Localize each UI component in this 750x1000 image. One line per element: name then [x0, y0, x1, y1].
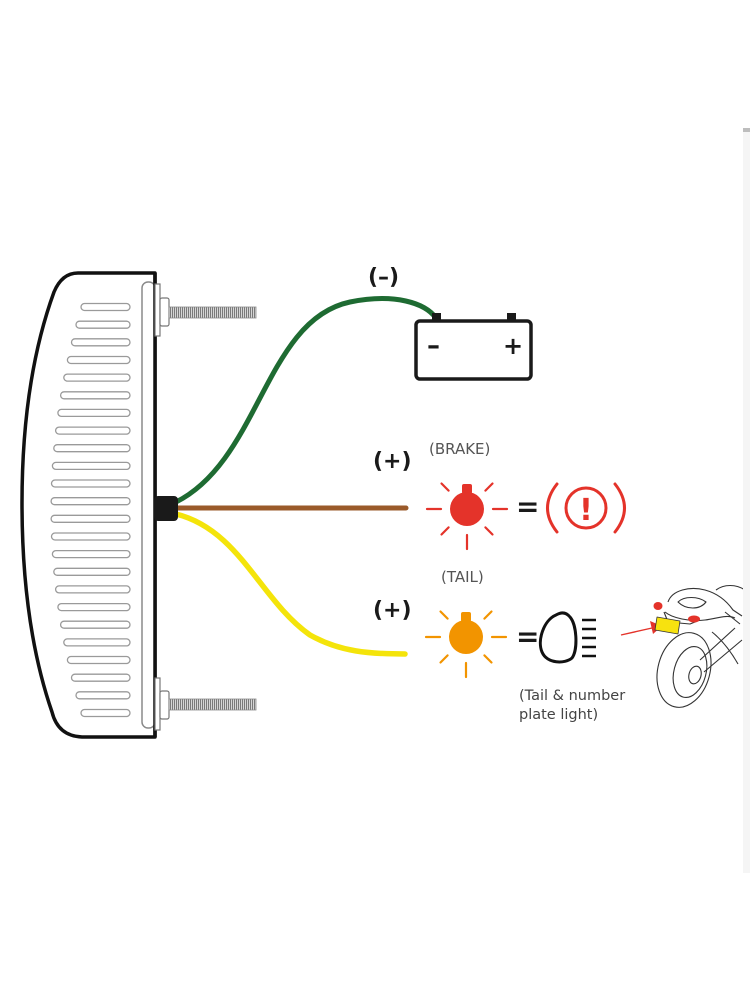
- vent-slot: [59, 620, 131, 629]
- moto-rear-tyre: [656, 632, 712, 708]
- battery: (–) – +: [368, 265, 533, 381]
- vent-slot: [54, 585, 131, 594]
- brake-polarity-label: (+): [373, 449, 412, 474]
- brake-bulb-icon: [425, 482, 509, 551]
- vent-slot: [50, 532, 131, 541]
- page-edge-scrollbar: [743, 128, 750, 873]
- vent-slot: [53, 567, 131, 576]
- bulb-ray: [440, 482, 450, 492]
- bulb-ray: [483, 654, 493, 664]
- brake-warning-exclamation: !: [579, 493, 593, 528]
- moto-indicator-left: [653, 602, 663, 610]
- wire-connector: [154, 496, 178, 521]
- tail-label: (TAIL): [441, 568, 484, 586]
- vent-slot: [50, 497, 131, 506]
- vent-slot: [80, 302, 131, 312]
- battery-minus-symbol: –: [427, 331, 440, 361]
- bulb-glass: [449, 620, 483, 654]
- ground-polarity-label: (–): [368, 265, 399, 290]
- bulb-cap: [461, 612, 471, 622]
- vent-slot: [70, 673, 131, 682]
- moto-cowl-inner: [677, 596, 707, 609]
- vent-slot: [54, 426, 131, 435]
- bolt-nut: [159, 690, 170, 720]
- brake-warning-right-bracket: [613, 482, 626, 534]
- tail-bulb-icon: [424, 610, 508, 679]
- brake-warning-left-bracket: [546, 482, 559, 534]
- vent-slot: [70, 338, 131, 347]
- lamp-flange: [141, 281, 156, 729]
- vent-slot: [80, 708, 131, 718]
- vent-slot: [51, 549, 131, 559]
- ground-wire-green: [173, 296, 439, 505]
- tail-note-line2: plate light): [519, 707, 598, 723]
- tail-circuit: (+) (TAIL) = (Tail & number plate light): [373, 568, 625, 723]
- tail-polarity-label: (+): [373, 598, 412, 623]
- vent-slot: [63, 373, 131, 382]
- moto-frame: [711, 611, 741, 665]
- brake-warning-circle: [564, 486, 608, 530]
- tail-lamp-housing: [20, 271, 257, 739]
- mounting-bolt-top: [154, 283, 257, 337]
- battery-plus-symbol: +: [503, 332, 523, 360]
- bolt-washer: [154, 677, 161, 731]
- moto-rear-rim: [672, 645, 708, 699]
- moto-number-plate: [654, 616, 681, 635]
- bulb-cap: [462, 484, 472, 494]
- moto-indicator-right: [688, 615, 700, 623]
- moto-hub: [688, 665, 702, 685]
- vent-slot: [75, 691, 131, 700]
- bolt-washer: [154, 283, 161, 337]
- bulb-ray: [439, 610, 449, 620]
- vent-slot: [50, 514, 131, 523]
- bulb-ray: [439, 654, 449, 664]
- vent-slot: [51, 461, 131, 471]
- battery-terminal-positive: [507, 313, 516, 321]
- wires: [154, 296, 439, 657]
- bulb-ray: [484, 526, 494, 536]
- tail-lamp-outline: [538, 611, 578, 664]
- vent-slot: [57, 408, 131, 418]
- brake-label: (BRAKE): [429, 440, 490, 458]
- vent-slot: [66, 655, 131, 665]
- lamp-vent-slots: [50, 302, 131, 718]
- bolt-nut: [159, 297, 170, 327]
- mounting-bolt-bottom: [154, 677, 257, 731]
- bulb-glass: [450, 492, 484, 526]
- vent-slot: [66, 355, 131, 365]
- moto-seat: [715, 584, 746, 591]
- bolt-thread: [168, 306, 257, 319]
- vent-slot: [57, 602, 131, 612]
- motorcycle-rear-illustration: [620, 584, 746, 708]
- brake-circuit: (+) (BRAKE) = !: [373, 440, 626, 551]
- vent-slot: [50, 479, 131, 488]
- pointer-arrow-line: [620, 627, 653, 636]
- tail-wire-yellow: [173, 511, 408, 657]
- moto-swingarm: [699, 627, 743, 673]
- bulb-ray: [483, 610, 493, 620]
- moto-cowl-lower: [664, 611, 736, 622]
- battery-body: [414, 319, 533, 381]
- bolt-thread: [168, 698, 257, 711]
- moto-tail-cowl: [667, 587, 743, 617]
- tail-equals-sign: =: [516, 620, 539, 653]
- battery-terminal-negative: [432, 313, 441, 321]
- tail-note-line1: (Tail & number: [519, 688, 625, 704]
- vent-slot: [59, 391, 131, 400]
- bulb-ray: [440, 526, 450, 536]
- brake-warning-icon: !: [546, 482, 626, 534]
- vent-slot: [63, 638, 131, 647]
- brake-equals-sign: =: [516, 490, 539, 523]
- vent-slot: [53, 444, 131, 453]
- bulb-ray: [484, 482, 494, 492]
- vent-slot: [75, 320, 131, 329]
- tail-light-symbol-icon: [538, 611, 596, 664]
